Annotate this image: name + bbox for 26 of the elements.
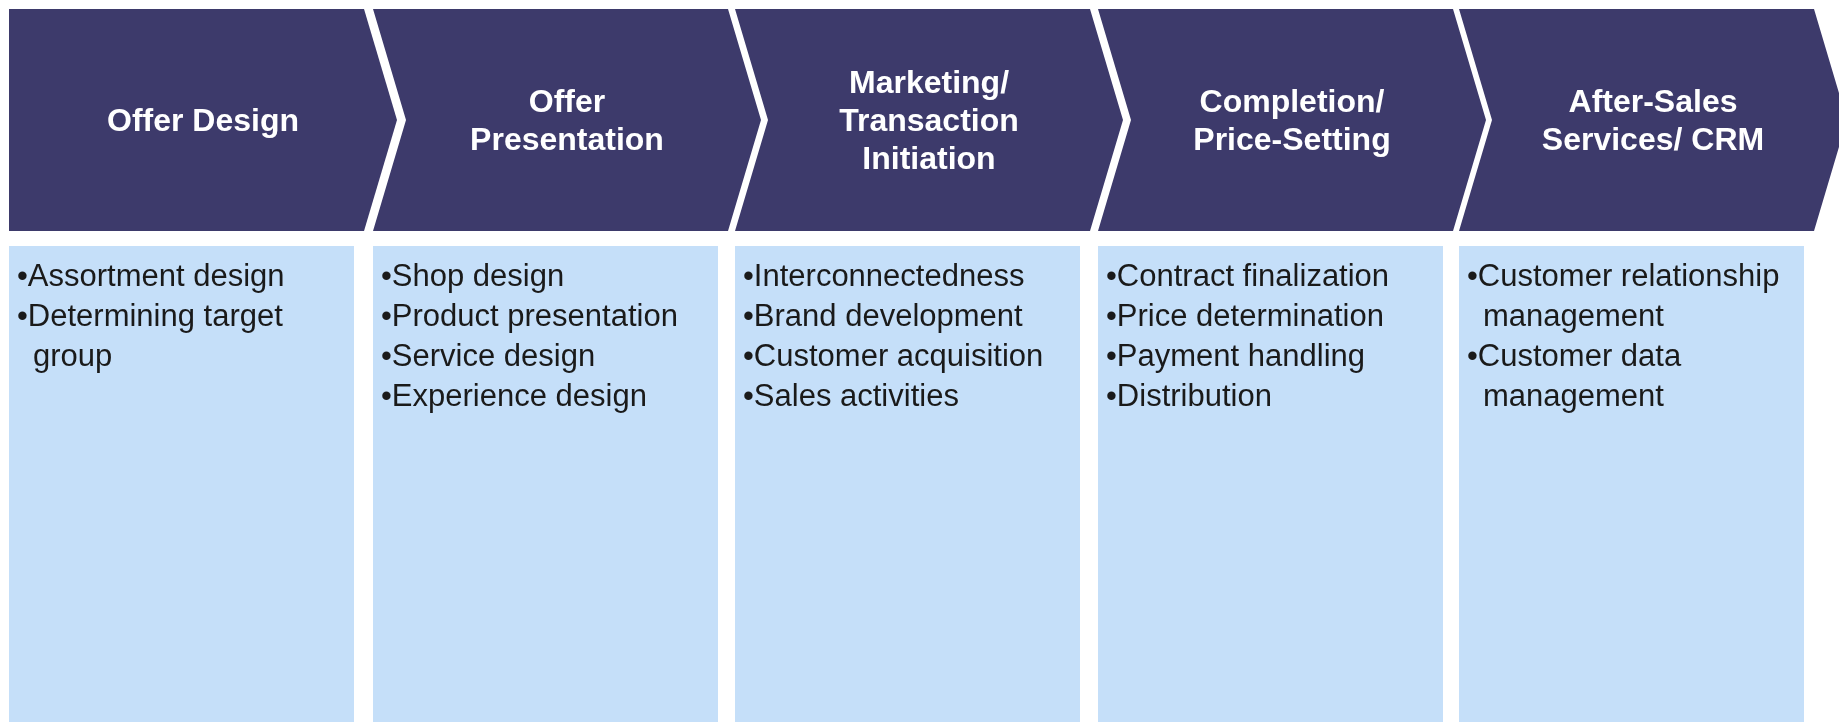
step-title: Offer Presentation [469,82,665,158]
bullet-item: •Interconnectedness [743,257,1026,295]
bullet-item: •Contract finalization [1106,257,1391,295]
step-details-panel [1459,246,1804,722]
step-details-panel [373,246,718,722]
bullet-item: •Shop design [381,257,566,295]
step-title: Marketing/ Transaction Initiation [838,63,1020,177]
bullet-item: •Distribution [1106,377,1273,415]
bullet-item: •Sales activities [743,377,960,415]
step-details-panel [9,246,354,722]
bullet-item: •Brand development [743,297,1024,335]
bullet-item: •Customer acquisition [743,337,1045,375]
bullet-item: •Payment handling [1106,337,1367,375]
bullet-item: •Service design [381,337,597,375]
step-title: Completion/ Price-Setting [1192,82,1392,158]
bullet-item: •Customer data management [1467,337,1683,415]
bullet-item: •Product presentation [381,297,679,335]
bullet-item: •Assortment design [17,257,286,295]
bullet-item: •Customer relationship management [1467,257,1781,335]
step-title: Offer Design [107,101,299,139]
step-title: After-Sales Services/ CRM [1540,82,1766,158]
step-details-panel [1098,246,1443,722]
step-details-panel [735,246,1080,722]
bullet-item: •Price determination [1106,297,1385,335]
bullet-item: •Determining target group [17,297,284,375]
bullet-item: •Experience design [381,377,648,415]
